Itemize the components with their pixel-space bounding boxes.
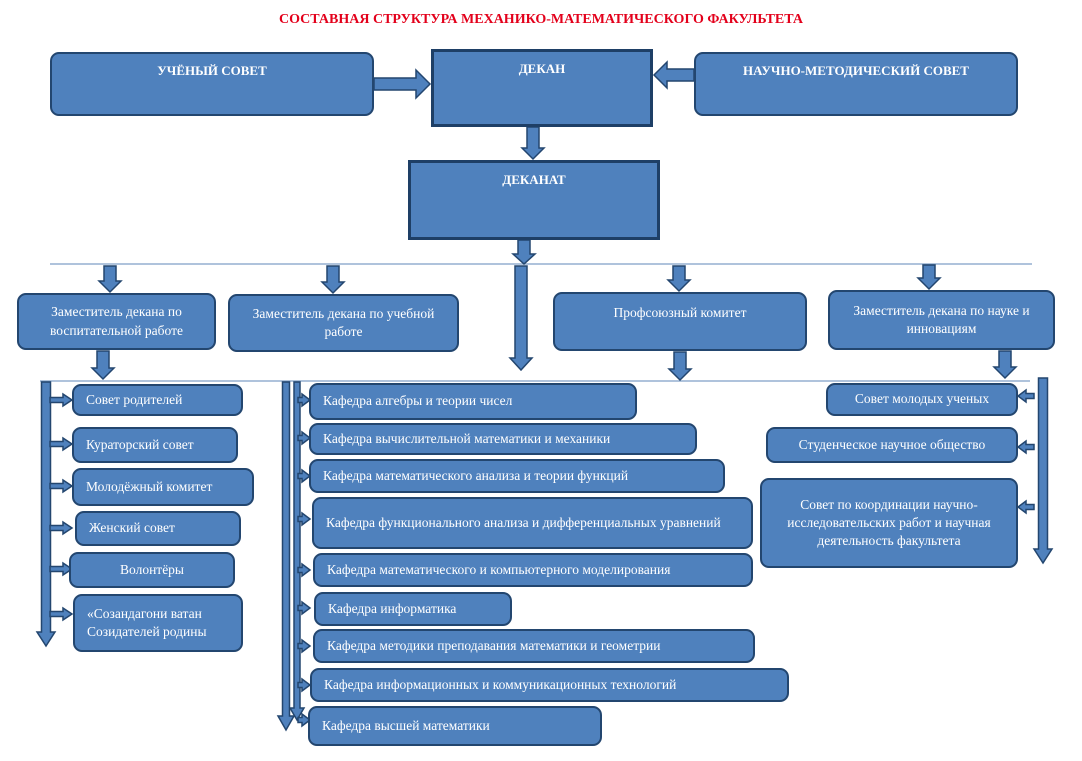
arrow-education-unit-3 bbox=[49, 520, 74, 536]
arrow-department-6 bbox=[297, 638, 312, 654]
arrow-education-unit-5 bbox=[49, 606, 74, 622]
arrow-to-trade-union bbox=[666, 265, 692, 293]
departments-bus-outer bbox=[276, 381, 296, 732]
arrow-to-deputy-science bbox=[916, 264, 942, 291]
arrow-dean-to-deanery bbox=[520, 126, 546, 161]
arrow-department-3 bbox=[297, 511, 312, 527]
education-unit: «Созандагони ватан Созидателей родины bbox=[73, 594, 243, 652]
department-box: Кафедра вычислительной математики и меха… bbox=[309, 423, 697, 455]
arrow-deanery-down bbox=[511, 239, 537, 266]
arrow-council-to-dean bbox=[373, 68, 432, 100]
arrow-education-unit-0 bbox=[49, 392, 74, 408]
methodical-council-box: НАУЧНО-МЕТОДИЧЕСКИЙ СОВЕТ bbox=[694, 52, 1018, 116]
arrow-education-unit-4 bbox=[49, 561, 74, 577]
department-box: Кафедра информатика bbox=[314, 592, 512, 626]
arrow-methodical-to-dean bbox=[652, 60, 695, 90]
arrow-department-0 bbox=[297, 392, 312, 408]
department-box: Кафедра математического анализа и теории… bbox=[309, 459, 725, 493]
arrow-department-5 bbox=[297, 600, 312, 616]
arrow-science-unit-0 bbox=[1016, 388, 1035, 404]
arrow-department-7 bbox=[297, 677, 312, 693]
deanery-box: ДЕКАНАТ bbox=[408, 160, 660, 240]
department-box: Кафедра алгебры и теории чисел bbox=[309, 383, 637, 420]
education-unit: Волонтёры bbox=[69, 552, 235, 588]
arrow-science-unit-1 bbox=[1016, 439, 1035, 455]
arrow-education-unit-1 bbox=[49, 436, 74, 452]
department-box: Кафедра методики преподавания математики… bbox=[313, 629, 755, 663]
department-box: Кафедра функционального анализа и диффер… bbox=[312, 497, 753, 549]
education-unit: Кураторский совет bbox=[72, 427, 238, 463]
arrow-department-2 bbox=[297, 468, 312, 484]
arrow-education-unit-2 bbox=[49, 478, 74, 494]
science-unit: Совет по координации научно-исследовател… bbox=[760, 478, 1018, 568]
arrow-to-deputy-academic bbox=[320, 265, 346, 295]
department-box: Кафедра высшей математики bbox=[308, 706, 602, 746]
deputy-education-box: Заместитель декана по воспитательной раб… bbox=[17, 293, 216, 350]
deputy-science-box: Заместитель декана по науке и инновациям bbox=[828, 290, 1055, 350]
department-box: Кафедра информационных и коммуникационны… bbox=[310, 668, 789, 702]
education-unit: Молодёжный комитет bbox=[72, 468, 254, 506]
academic-council-box: УЧЁНЫЙ СОВЕТ bbox=[50, 52, 374, 116]
arrow-department-1 bbox=[297, 430, 312, 446]
arrow-science-down bbox=[992, 350, 1018, 380]
deputy-academic-box: Заместитель декана по учебной работе bbox=[228, 294, 459, 352]
arrow-to-deputy-education bbox=[97, 265, 123, 294]
arrow-department-4 bbox=[297, 562, 312, 578]
science-unit: Совет молодых ученых bbox=[826, 383, 1018, 416]
department-box: Кафедра математического и компьютерного … bbox=[313, 553, 753, 587]
arrow-union-down bbox=[667, 351, 693, 382]
arrow-science-unit-2 bbox=[1016, 499, 1035, 515]
dean-box: ДЕКАН bbox=[431, 49, 653, 127]
education-unit: Женский совет bbox=[75, 511, 241, 546]
trade-union-box: Профсоюзный комитет bbox=[553, 292, 807, 351]
education-bus bbox=[35, 381, 57, 648]
chart-title: СОСТАВНАЯ СТРУКТУРА МЕХАНИКО-МАТЕМАТИЧЕС… bbox=[278, 12, 803, 27]
science-bus bbox=[1032, 377, 1054, 565]
arrow-education-down bbox=[90, 350, 116, 381]
education-unit: Совет родителей bbox=[72, 384, 243, 416]
arrow-to-departments bbox=[508, 265, 534, 372]
arrow-department-8 bbox=[297, 712, 312, 728]
science-unit: Студенческое научное общество bbox=[766, 427, 1018, 463]
